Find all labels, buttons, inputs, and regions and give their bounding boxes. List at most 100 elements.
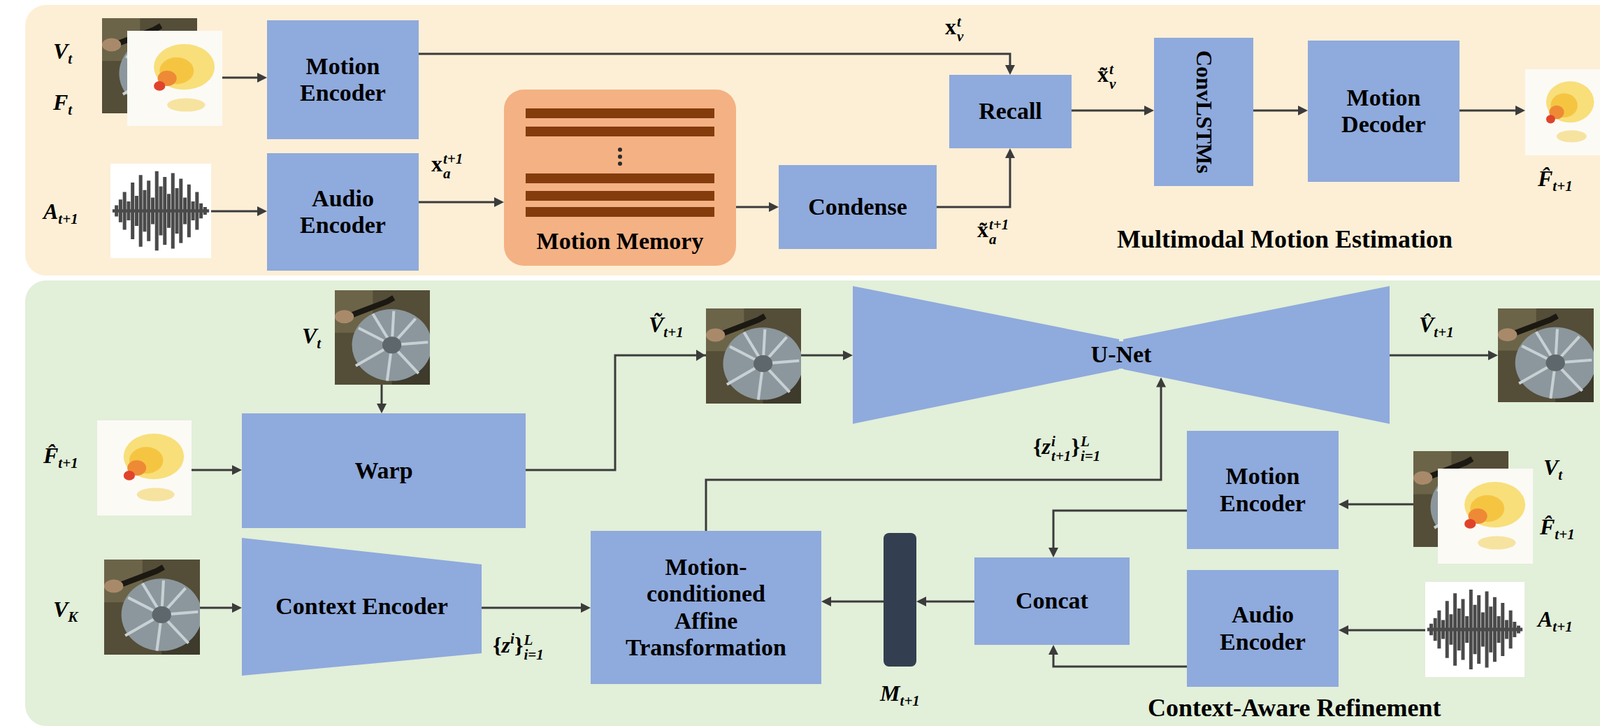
node-label: Motion Encoder <box>1195 462 1331 516</box>
math-symbol: t+1 <box>663 323 683 341</box>
flow-arrow <box>481 606 587 609</box>
math-symbol: t <box>1558 466 1563 484</box>
memory-slot <box>525 173 715 184</box>
panel-title: Context-Aware Refinement <box>1147 693 1442 722</box>
math-symbol: v <box>1109 76 1116 92</box>
node-label: Concat <box>1015 587 1089 614</box>
flow-arrow <box>920 600 975 603</box>
math-label: At+1 <box>43 198 79 233</box>
node-label: Context Encoder <box>275 592 448 620</box>
math-symbol: x̃ <box>1097 61 1109 87</box>
math-symbol: x <box>431 150 443 177</box>
math-symbol: t <box>67 101 72 119</box>
ellipsis-dot <box>617 161 623 166</box>
node-label: Motion Memory <box>536 227 704 255</box>
math-symbol: V <box>53 38 68 64</box>
process-box: Motion Decoder <box>1307 40 1460 182</box>
math-symbol: t+1 <box>900 692 920 709</box>
math-label: x̃t+1a <box>977 216 1009 247</box>
math-symbol: } <box>1070 433 1080 459</box>
math-symbol: K <box>67 608 78 625</box>
feature-bar: Mt+1 <box>883 532 917 667</box>
math-label: F̂t+1 <box>43 442 79 477</box>
node-label: Recall <box>978 97 1043 125</box>
math-label: Mt+1 <box>880 680 920 714</box>
math-symbol: t+1 <box>443 151 463 167</box>
math-symbol: A <box>1537 606 1553 632</box>
index-stack: t+1a <box>443 151 463 182</box>
flow-arrow <box>736 206 775 209</box>
math-label: V̂t+1 <box>1418 311 1454 346</box>
math-symbol: z <box>501 631 511 658</box>
panel-title: Multimodal Motion Estimation <box>1116 225 1453 254</box>
memory-slot <box>525 206 715 217</box>
flow-map <box>97 420 192 516</box>
node-label: Audio Encoder <box>1195 601 1331 655</box>
input-arrow <box>1342 629 1426 632</box>
math-symbol: i <box>1051 434 1071 449</box>
video-frame <box>1497 308 1596 402</box>
math-symbol: x̃ <box>977 216 989 242</box>
index-stack: tv <box>956 14 964 45</box>
index-stack: tv <box>1109 62 1116 92</box>
video-frame <box>705 308 804 404</box>
math-symbol: M <box>880 680 900 706</box>
math-label: F̂t+1 <box>1537 165 1573 200</box>
process-box: ConvLSTMs <box>1154 37 1254 186</box>
process-box: Motion Encoder <box>1186 430 1339 549</box>
trapezoid <box>241 537 482 676</box>
node-label: Warp <box>354 457 413 484</box>
math-label: At+1 <box>1537 606 1573 640</box>
math-symbol: L <box>1080 434 1101 449</box>
math-symbol: F <box>53 89 68 115</box>
process-box: Warp <box>241 413 526 528</box>
index-stack: t+1a <box>989 217 1009 247</box>
math-symbol: t+1 <box>58 454 78 472</box>
math-symbol: F̂ <box>1539 513 1555 539</box>
process-box: Motion Encoder <box>267 20 419 140</box>
flow-arrow <box>1253 109 1304 112</box>
input-arrow <box>199 606 238 609</box>
node-label: Motion Decoder <box>1316 84 1452 138</box>
math-symbol: i=1 <box>1080 448 1101 464</box>
math-symbol: t+1 <box>1433 323 1454 341</box>
index-stack: Li=1 <box>1080 434 1101 464</box>
process-box: Concat <box>974 557 1130 645</box>
math-symbol: z <box>1042 433 1051 459</box>
math-symbol: v <box>956 29 964 45</box>
flow-map <box>1437 468 1533 564</box>
input-arrow <box>191 469 238 472</box>
math-symbol: t+1 <box>1554 525 1575 543</box>
math-symbol: V <box>301 322 317 349</box>
output-arrow <box>1389 354 1494 357</box>
unet-block: U-Net <box>852 285 1390 424</box>
video-frame <box>334 290 432 385</box>
math-symbol: V̂ <box>1418 311 1434 337</box>
math-symbol: t <box>67 50 72 68</box>
math-symbol: i=1 <box>524 647 544 662</box>
node-label: U-Net <box>1085 341 1158 368</box>
math-symbol: Ṽ <box>648 311 664 337</box>
video-frame <box>104 559 203 655</box>
math-label: Ṽt+1 <box>648 311 684 346</box>
index-stack: Li=1 <box>524 632 544 662</box>
input-arrow <box>1342 503 1414 506</box>
math-symbol: t <box>1109 62 1116 77</box>
encoder-half <box>852 285 1120 424</box>
math-symbol: { <box>492 631 502 658</box>
math-label: {zit+1}Li=1 <box>1033 433 1101 464</box>
memory-slot <box>525 190 715 201</box>
math-symbol: i <box>510 629 515 647</box>
math-symbol: t <box>316 334 321 352</box>
math-symbol: t+1 <box>989 217 1009 233</box>
math-symbol: t+1 <box>1552 177 1573 195</box>
process-box: Audio Encoder <box>267 153 419 271</box>
node-label: ConvLSTMs <box>1191 50 1217 174</box>
flow-arrow <box>1071 109 1150 112</box>
input-arrow <box>211 210 263 213</box>
math-label: x̃tv <box>1097 61 1116 92</box>
math-label: VK <box>53 596 78 630</box>
math-label: Ft <box>53 89 72 124</box>
math-symbol: a <box>443 166 463 182</box>
